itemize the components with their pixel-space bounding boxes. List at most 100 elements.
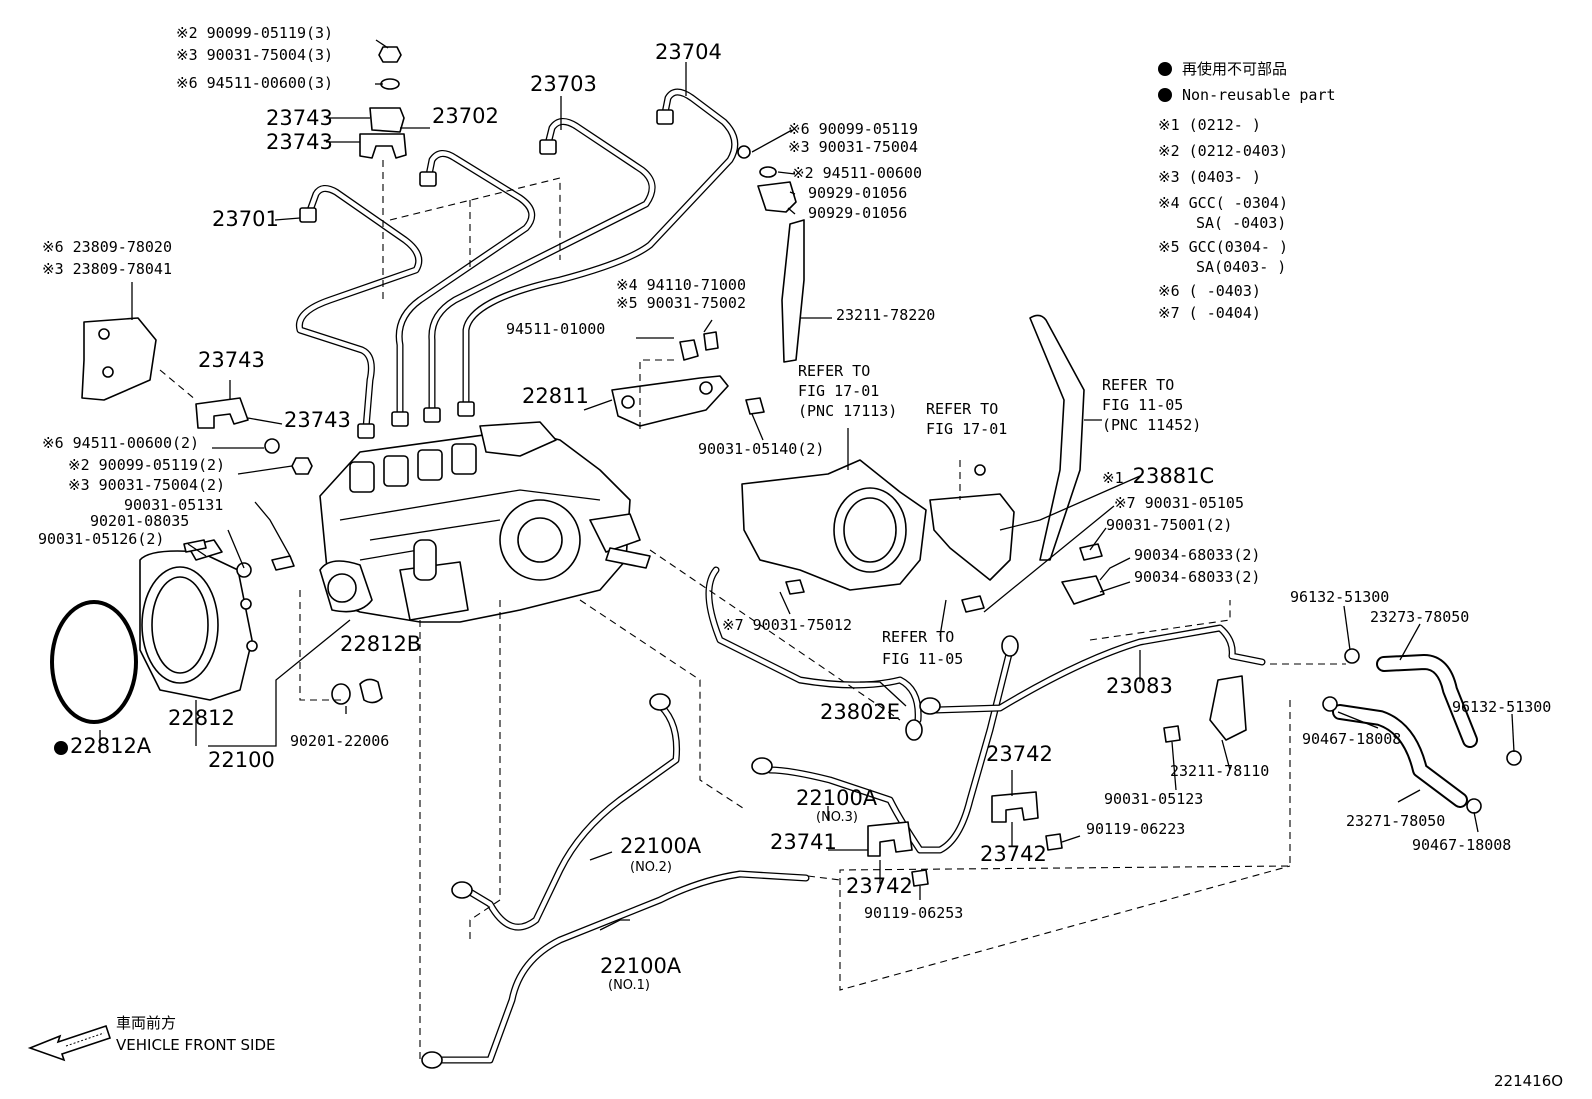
part-label[interactable]: 94511-01000 [506, 320, 606, 338]
non-reusable-dot-icon [54, 741, 68, 755]
legend-note-5: ※5 GCC(0304- ) [1158, 238, 1288, 256]
part-label[interactable]: 23743 [198, 348, 265, 372]
brackets-upper-middle [611, 145, 805, 427]
legend-note-1: ※1 (0212- ) [1158, 116, 1261, 134]
refer-label[interactable]: REFER TO [1102, 376, 1175, 394]
legend-jp-text: 再使用不可部品 [1182, 60, 1288, 78]
part-label[interactable]: 90034-68033(2) [1134, 546, 1261, 564]
part-sublabel: (NO.2) [630, 860, 672, 875]
refer-label[interactable]: REFER TO [882, 628, 955, 646]
part-label[interactable]: 22100A [796, 786, 878, 810]
part-label[interactable]: 23743 [266, 130, 333, 154]
front-arrow-icon [27, 1024, 112, 1062]
part-label[interactable]: 90031-75001(2) [1106, 516, 1233, 534]
part-label[interactable]: 90201-22006 [290, 732, 390, 750]
fuel-pipes-lower [421, 566, 1266, 1069]
part-label[interactable]: ※7 90031-75012 [722, 616, 852, 634]
refer-label[interactable]: FIG 11-05 [1102, 396, 1184, 414]
part-label[interactable]: 96132-51300 [1452, 698, 1552, 716]
part-label[interactable]: 22100 [208, 748, 275, 772]
part-label[interactable]: 90119-06223 [1086, 820, 1186, 838]
part-label[interactable]: 90031-05140(2) [698, 440, 825, 458]
part-label[interactable]: 23802E [820, 700, 901, 724]
part-label[interactable]: 90929-01056 [808, 184, 908, 202]
part-label[interactable]: 22811 [522, 384, 589, 408]
part-label[interactable]: ※2 90099-05119(2) [68, 456, 226, 474]
part-label[interactable]: 23702 [432, 104, 499, 128]
note-text: SA(0403- ) [1196, 258, 1287, 276]
part-label[interactable]: ※6 90099-05119 [788, 120, 918, 138]
part-label[interactable]: 23743 [284, 408, 351, 432]
clamps-lower [867, 791, 1063, 887]
part-label[interactable]: ※3 23809-78041 [42, 260, 172, 278]
note-mark: ※4 [1158, 194, 1180, 212]
part-label[interactable]: 90031-05123 [1104, 790, 1204, 808]
part-label[interactable]: 23742 [846, 874, 913, 898]
part-label[interactable]: 23211-78220 [836, 306, 936, 324]
part-label[interactable]: 23273-78050 [1370, 608, 1470, 626]
part-label[interactable]: ※2 90099-05119(3) [176, 24, 334, 42]
part-label[interactable]: 90119-06253 [864, 904, 964, 922]
part-label[interactable]: 23703 [530, 72, 597, 96]
part-label[interactable]: 22812B [340, 632, 422, 656]
part-label[interactable]: 90467-18008 [1412, 836, 1512, 854]
part-label[interactable]: 90031-05131 [124, 496, 224, 514]
part-label[interactable]: 23704 [655, 40, 722, 64]
part-label[interactable]: ※6 94511-00600(2) [42, 434, 200, 452]
refer-label[interactable]: (PNC 17113) [798, 402, 898, 420]
part-label[interactable]: ※3 90031-75004 [788, 138, 918, 156]
part-label[interactable]: 23743 [266, 106, 333, 130]
part-label[interactable]: 22812 [168, 706, 235, 730]
part-label-non-reusable[interactable]: 22812A [54, 734, 151, 758]
note-mark: ※1 [1102, 469, 1124, 487]
legend-note-7: ※7 ( -0404) [1158, 304, 1261, 322]
refer-label[interactable]: FIG 17-01 [798, 382, 880, 400]
note-text: (0212- ) [1188, 116, 1261, 134]
part-label[interactable]: 23211-78110 [1170, 762, 1270, 780]
part-label[interactable]: 90034-68033(2) [1134, 568, 1261, 586]
part-label[interactable]: 90467-18008 [1302, 730, 1402, 748]
part-label[interactable]: 23271-78050 [1346, 812, 1446, 830]
front-side-jp: 車両前方 [116, 1014, 177, 1032]
note-mark: ※5 [1158, 238, 1180, 256]
refer-label[interactable]: (PNC 11452) [1102, 416, 1202, 434]
part-label[interactable]: ※5 90031-75002 [616, 294, 746, 312]
part-label[interactable]: 96132-51300 [1290, 588, 1390, 606]
refer-label[interactable]: FIG 11-05 [882, 650, 964, 668]
part-label[interactable]: ※7 90031-05105 [1114, 494, 1244, 512]
legend-note-4: ※4 GCC( -0304) [1158, 194, 1288, 212]
part-label[interactable]: 22100A [620, 834, 702, 858]
legend-note-5b: SA(0403- ) [1196, 258, 1286, 276]
legend-note-3: ※3 (0403- ) [1158, 168, 1261, 186]
part-label[interactable]: 23701 [212, 207, 279, 231]
refer-label[interactable]: REFER TO [926, 400, 999, 418]
refer-label[interactable]: REFER TO [798, 362, 871, 380]
part-label[interactable]: 90031-05126(2) [38, 530, 165, 548]
legend-en-text: Non-reusable part [1182, 86, 1336, 104]
right-hoses [1163, 648, 1522, 814]
part-label[interactable]: 90929-01056 [808, 204, 908, 222]
intake-housing [741, 314, 1105, 613]
part-label[interactable]: 23742 [980, 842, 1047, 866]
note-text: ( -0404) [1188, 304, 1261, 322]
injection-pump [319, 421, 651, 623]
part-number: 22812A [70, 734, 152, 758]
legend-note-4b: SA( -0403) [1196, 214, 1286, 232]
part-label[interactable]: 23742 [986, 742, 1053, 766]
part-label[interactable]: ※2 94511-00600 [792, 164, 922, 182]
part-label[interactable]: ※6 23809-78020 [42, 238, 172, 256]
part-label-23881c[interactable]: ※1 23881C [1102, 464, 1214, 488]
refer-label[interactable]: FIG 17-01 [926, 420, 1008, 438]
part-label[interactable]: ※6 94511-00600(3) [176, 74, 334, 92]
part-label[interactable]: ※3 90031-75004(2) [68, 476, 226, 494]
part-label[interactable]: 23083 [1106, 674, 1173, 698]
part-label[interactable]: 90201-08035 [90, 512, 190, 530]
note-mark: ※1 [1158, 116, 1180, 134]
part-label[interactable]: ※4 94110-71000 [616, 276, 746, 294]
part-label[interactable]: 22100A [600, 954, 682, 978]
part-label[interactable]: 23741 [770, 830, 837, 854]
dashed-lines [159, 160, 1346, 1060]
part-label[interactable]: ※3 90031-75004(3) [176, 46, 334, 64]
